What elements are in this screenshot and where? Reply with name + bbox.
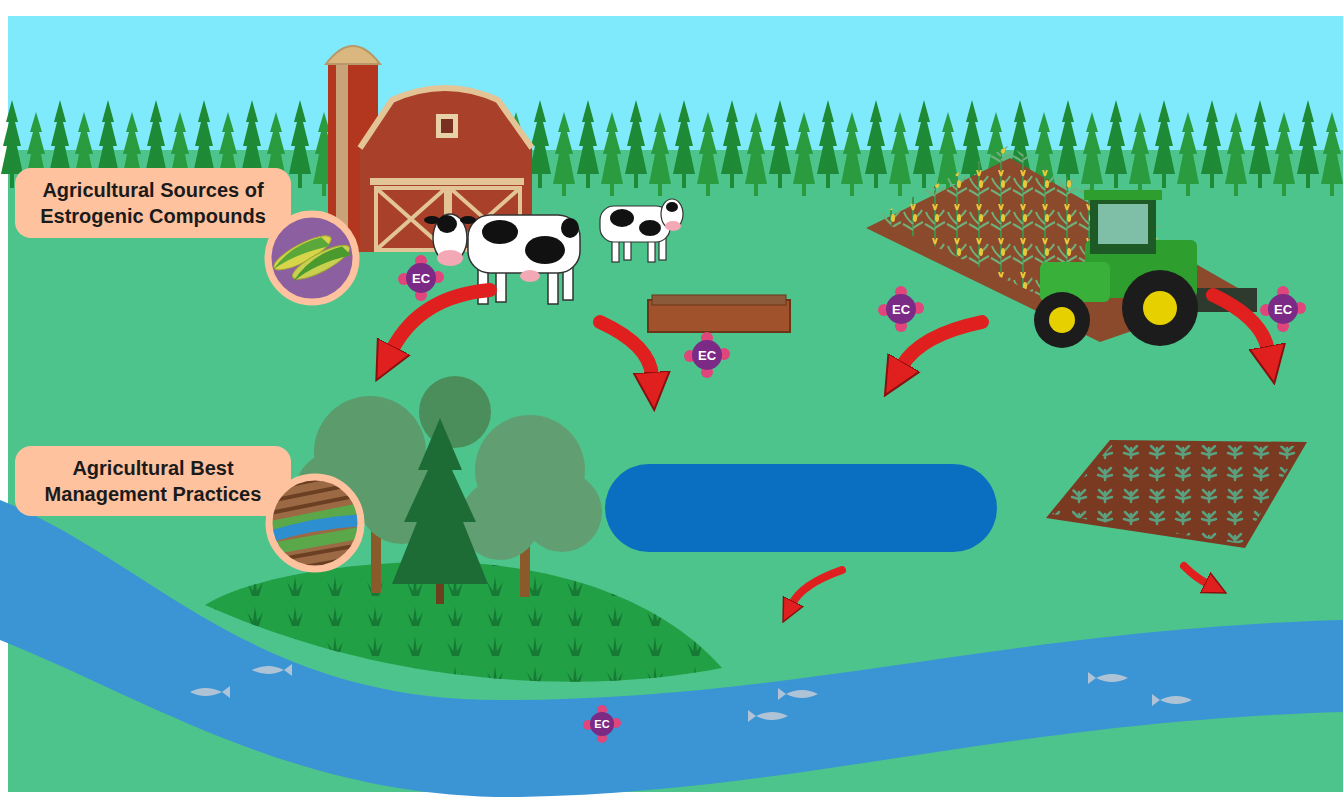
molecule-label: EC [892, 302, 910, 317]
buffer-icon-scene [265, 470, 365, 574]
icon-stream [265, 514, 365, 544]
icon-furrows [265, 544, 365, 574]
fish [190, 686, 230, 698]
cow-spot [610, 209, 634, 227]
cow-udder [520, 270, 540, 282]
cow-spot [561, 218, 579, 238]
ec-molecule: EC [399, 256, 443, 300]
cow-body [600, 206, 670, 242]
molecule-core [692, 340, 722, 370]
pond [605, 464, 997, 552]
cow-ear [460, 216, 476, 224]
molecule-core [1268, 294, 1298, 324]
molecule-core [886, 294, 916, 324]
cow-spot [482, 220, 518, 244]
label-text: Agricultural Sources of Estrogenic Compo… [29, 177, 277, 229]
icon-buffer-strip [265, 526, 365, 556]
flow-arrow [902, 322, 982, 366]
cow-spot [639, 220, 661, 236]
silo-dome [326, 46, 380, 64]
cow [600, 199, 683, 262]
fish [748, 710, 788, 722]
flow-arrow [392, 290, 490, 350]
seedlings [1052, 444, 1302, 544]
pine-tree [392, 418, 488, 584]
cow-spot [437, 215, 457, 233]
flow-arrow [1213, 295, 1268, 350]
planted-field [1046, 440, 1307, 548]
cow [424, 214, 580, 304]
molecule-label: EC [698, 348, 716, 363]
cow-body [468, 215, 580, 273]
ec-molecule: EC [1261, 287, 1305, 331]
icon-ring [268, 214, 356, 302]
icon-ring [269, 477, 361, 569]
practices-label: Agricultural Best Management Practices [15, 446, 291, 516]
tree-crown [419, 376, 491, 448]
cow-spot [666, 202, 678, 212]
tree-trunk [436, 584, 444, 604]
manure-top [652, 295, 786, 305]
tractor [1034, 190, 1257, 348]
buffer-trees [295, 376, 602, 604]
icon-background [268, 214, 356, 302]
barn-roof-trim [360, 88, 532, 148]
icon-furrows [265, 470, 365, 514]
molecule-label: EC [594, 718, 609, 730]
icon-buffer-strip [265, 502, 365, 534]
tractor-wheel [1034, 292, 1090, 348]
tractor-hub [1049, 307, 1075, 333]
fish [1088, 672, 1128, 684]
corn-husk [269, 233, 331, 275]
river [0, 500, 1343, 797]
icon-field [265, 473, 365, 573]
cow-spot [525, 236, 565, 264]
molecule-core [590, 712, 614, 736]
tractor-wheel [1122, 270, 1198, 346]
fish [1152, 694, 1192, 706]
ec-molecule: EC [584, 706, 620, 742]
molecule-core [406, 263, 436, 293]
flow-arrow [1184, 566, 1208, 584]
cow-muzzle [437, 250, 463, 266]
source-label: Agricultural Sources of Estrogenic Compo… [15, 168, 291, 238]
tractor-window [1098, 204, 1148, 244]
flow-arrow [792, 570, 842, 604]
buffer-icon [265, 470, 365, 574]
cow-ear [424, 216, 440, 224]
molecule-label: EC [412, 271, 430, 286]
flow-arrow [600, 322, 652, 376]
tractor-roof [1084, 190, 1162, 200]
molecule-label: EC [1274, 302, 1292, 317]
ec-molecule: EC [685, 333, 729, 377]
fish [252, 664, 292, 676]
fish-group [190, 664, 1192, 722]
corn-cobs [268, 224, 353, 292]
corn-cob [289, 239, 354, 285]
tractor-hub [1143, 291, 1177, 325]
silo-stripe [336, 62, 348, 252]
barn-window [436, 114, 458, 138]
ec-molecule: EC [879, 287, 923, 331]
barn-window-pane [441, 119, 453, 133]
manure-storage [648, 295, 790, 332]
fish [778, 688, 818, 700]
corn-icon [268, 214, 356, 302]
flow-arrows [392, 290, 1268, 604]
tractor-cab [1090, 196, 1156, 254]
cow-muzzle [665, 221, 681, 231]
barn-group [326, 46, 532, 252]
barn-body [360, 88, 532, 252]
label-text: Agricultural Best Management Practices [29, 455, 277, 507]
corn-cob [270, 230, 335, 276]
corn-husk [288, 242, 351, 285]
barn-beam [370, 178, 524, 185]
